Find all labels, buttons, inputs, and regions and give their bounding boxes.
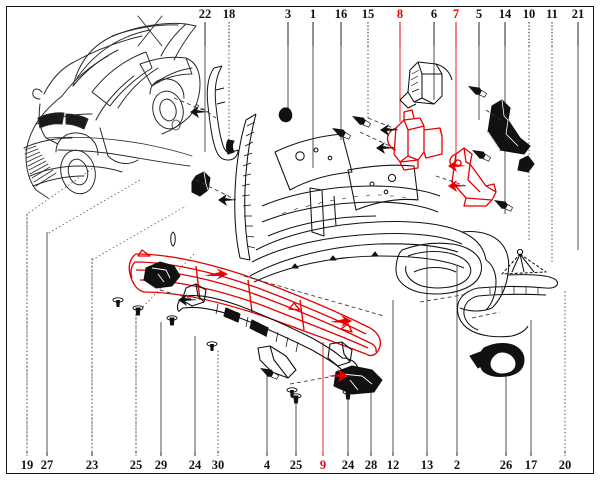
- air-duct-bracket: [386, 109, 443, 171]
- callout-label-bottom-30: 30: [211, 458, 225, 472]
- pin-18: [226, 139, 235, 155]
- callout-label-top-22: 22: [198, 7, 212, 21]
- callout-label-bottom-9: 9: [319, 458, 327, 472]
- bracket-right: [487, 99, 535, 173]
- callout-label-bottom-2: 2: [453, 458, 461, 472]
- molding-strip: [457, 248, 559, 378]
- callout-label-top-18: 18: [222, 7, 236, 21]
- callout-label-bottom-25: 25: [129, 458, 143, 472]
- callout-label-bottom-12: 12: [386, 458, 400, 472]
- callout-label-bottom-4: 4: [263, 458, 271, 472]
- air-duct-upper: [399, 61, 453, 109]
- callout-label-bottom-29: 29: [154, 458, 168, 472]
- callout-label-bottom-20: 20: [558, 458, 572, 472]
- callout-label-bottom-13: 13: [420, 458, 434, 472]
- assembly-arrows: [159, 97, 505, 385]
- impact-beam: [176, 283, 359, 379]
- perimeter-leader-lines: [26, 165, 197, 452]
- callout-label-top-16: 16: [334, 7, 348, 21]
- callout-label-bottom-28: 28: [364, 458, 378, 472]
- callout-label-top-10: 10: [522, 7, 536, 21]
- vehicle-illustration: [23, 15, 201, 199]
- bracket-left-upper: [191, 171, 211, 197]
- small-parts-group: [132, 65, 383, 404]
- callout-label-top-6: 6: [430, 7, 438, 21]
- callout-label-top-7: 7: [452, 7, 460, 21]
- callout-label-bottom-25: 25: [289, 458, 303, 472]
- callout-label-top-15: 15: [361, 7, 375, 21]
- callout-label-bottom-27: 27: [40, 458, 54, 472]
- oval-clip-25: [170, 231, 176, 247]
- bracket-left-lower: [143, 261, 181, 289]
- callout-label-top-8: 8: [396, 7, 404, 21]
- callout-label-bottom-23: 23: [85, 458, 99, 472]
- diagram-border-frame: [6, 6, 594, 474]
- callout-label-bottom-24: 24: [341, 458, 355, 472]
- callout-label-top-5: 5: [475, 7, 483, 21]
- callout-label-bottom-17: 17: [524, 458, 538, 472]
- clip-3: [278, 107, 293, 123]
- callout-label-top-1: 1: [309, 7, 317, 21]
- callout-label-top-11: 11: [546, 7, 558, 21]
- callout-label-bottom-26: 26: [499, 458, 513, 472]
- bracket-bottom-center: [328, 365, 383, 395]
- arrowheads: [178, 106, 466, 306]
- callout-label-bottom-19: 19: [20, 458, 34, 472]
- callout-label-top-14: 14: [498, 7, 512, 21]
- callout-label-bottom-24: 24: [188, 458, 202, 472]
- callout-label-top-3: 3: [284, 7, 292, 21]
- callout-label-top-21: 21: [571, 7, 585, 21]
